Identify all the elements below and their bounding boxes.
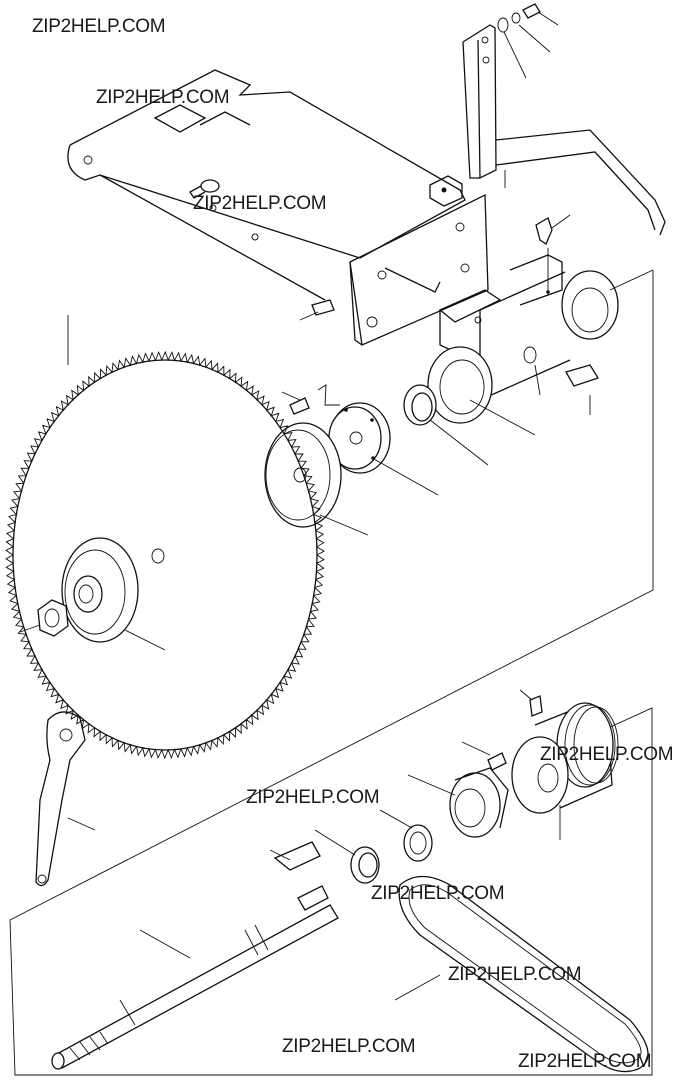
arbor-nut — [19, 599, 69, 637]
watermark-text: ZIP2HELP.COM — [246, 787, 380, 808]
section-border-bottom — [9, 707, 653, 1076]
watermark-text: ZIP2HELP.COM — [96, 87, 230, 108]
watermark-text: ZIP2HELP.COM — [32, 16, 166, 37]
drive-pulley — [461, 689, 619, 840]
watermark-text: ZIP2HELP.COM — [371, 883, 505, 904]
watermark-text: ZIP2HELP.COM — [193, 193, 327, 214]
flange-group — [264, 384, 536, 536]
watermark-text: ZIP2HELP.COM — [448, 964, 582, 985]
bearing-holder — [314, 767, 509, 884]
spanner-wrench — [35, 711, 96, 887]
arbor-shaft — [51, 841, 339, 1070]
section-border-top — [9, 269, 654, 921]
v-belt — [394, 875, 649, 1073]
saw-blade — [5, 315, 325, 760]
guard-bracket — [462, 3, 666, 236]
watermark-text: ZIP2HELP.COM — [518, 1051, 652, 1072]
blade-washer — [61, 537, 166, 651]
blade-teeth — [5, 350, 325, 760]
mounting-frame — [67, 69, 489, 346]
watermark-text: ZIP2HELP.COM — [282, 1036, 416, 1057]
watermark-text: ZIP2HELP.COM — [540, 744, 674, 765]
spindle-housing — [427, 214, 619, 424]
